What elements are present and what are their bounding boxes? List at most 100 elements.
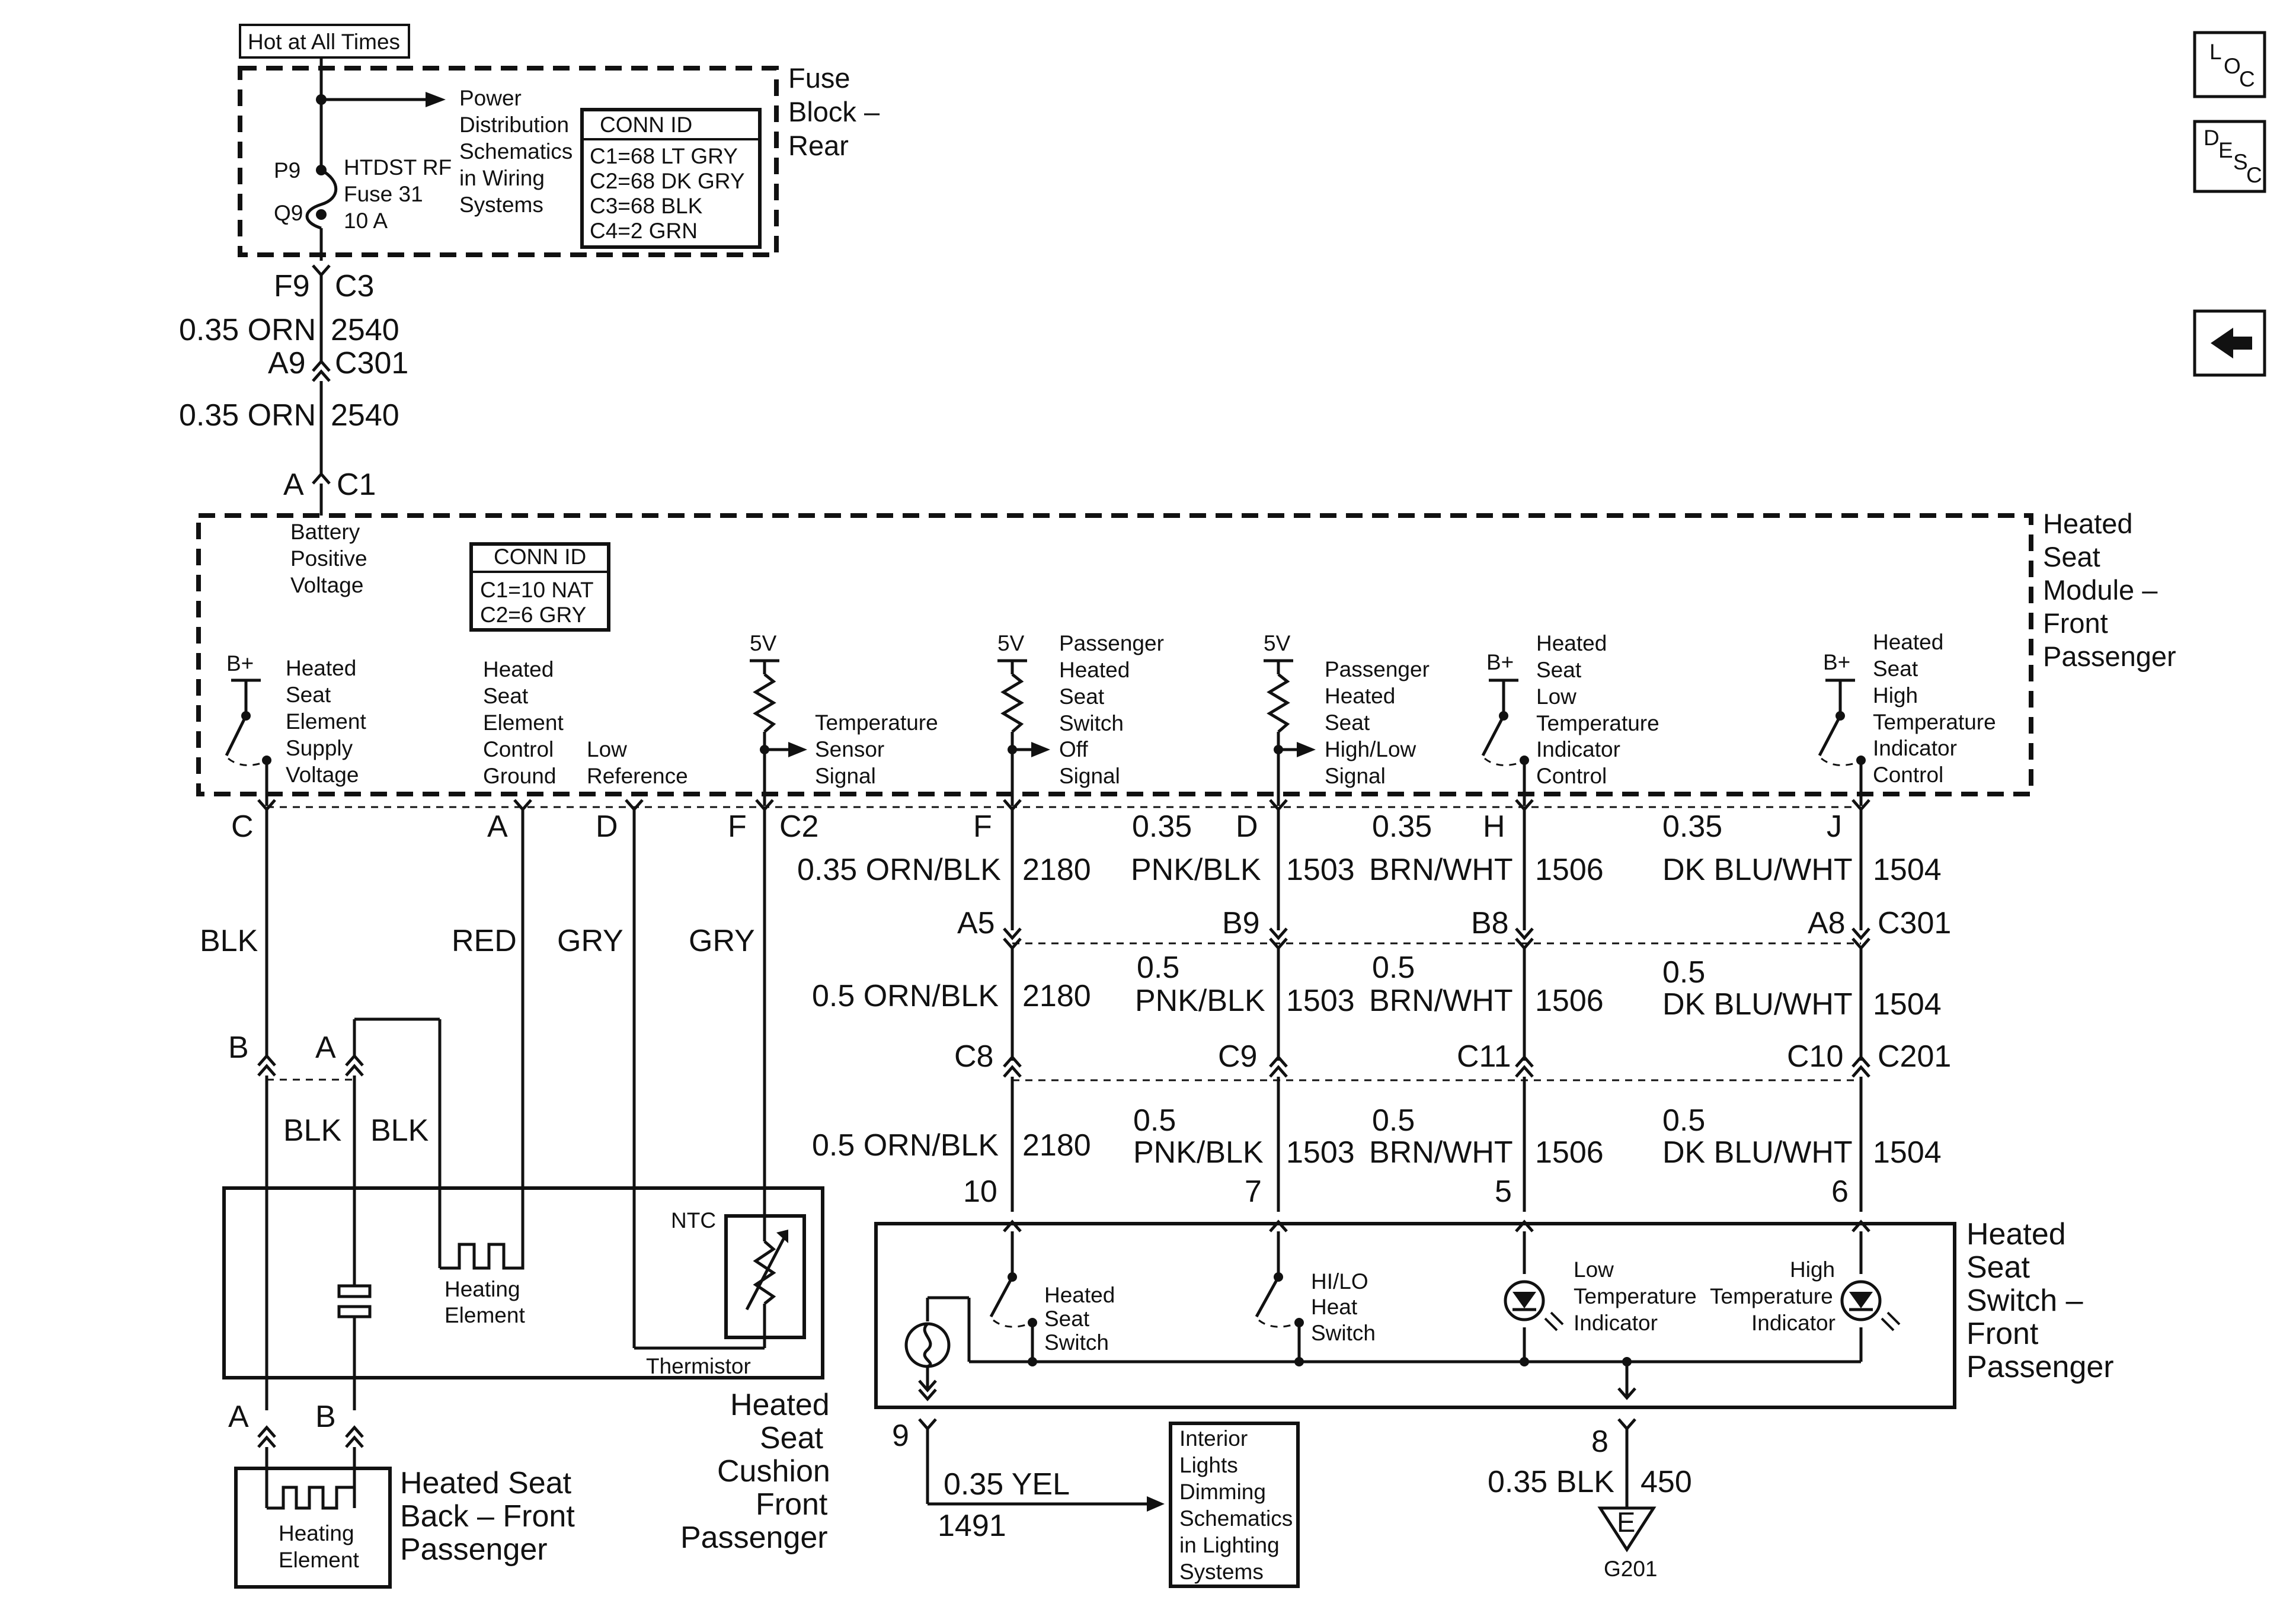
svg-text:Lights: Lights — [1179, 1453, 1238, 1477]
svg-text:L: L — [2209, 40, 2222, 64]
svg-text:Control: Control — [1536, 764, 1607, 788]
svg-text:O: O — [2224, 54, 2241, 78]
svg-text:Indicator: Indicator — [1536, 737, 1620, 761]
svg-text:6: 6 — [1831, 1174, 1849, 1209]
svg-text:A: A — [487, 809, 508, 844]
svg-text:Heating: Heating — [445, 1277, 520, 1301]
svg-text:Element: Element — [279, 1548, 359, 1572]
svg-text:Seat: Seat — [760, 1421, 824, 1455]
svg-text:B8: B8 — [1471, 906, 1509, 940]
svg-text:1491: 1491 — [938, 1509, 1006, 1543]
svg-text:Heated: Heated — [1536, 631, 1607, 655]
svg-text:Seat: Seat — [1966, 1250, 2030, 1285]
svg-text:RED: RED — [452, 924, 517, 958]
svg-text:Schematics: Schematics — [459, 139, 573, 164]
svg-text:Temperature: Temperature — [1873, 710, 1996, 734]
svg-text:5V: 5V — [997, 631, 1025, 655]
svg-text:Block –: Block – — [788, 96, 880, 127]
svg-text:Rear: Rear — [788, 130, 849, 161]
svg-text:0.35: 0.35 — [1372, 809, 1432, 844]
left-wire-harness: C A D F C2 BLK RED GRY GRY B A BLK BLK — [200, 809, 818, 1410]
svg-text:Seat: Seat — [1873, 657, 1918, 681]
left-arrow-icon — [2211, 328, 2252, 359]
svg-text:GRY: GRY — [557, 924, 623, 958]
svg-text:Switch –: Switch – — [1966, 1283, 2083, 1318]
svg-text:10 A: 10 A — [344, 209, 388, 233]
svg-text:C2=6 GRY: C2=6 GRY — [480, 603, 586, 627]
svg-text:Passenger: Passenger — [1966, 1350, 2114, 1384]
svg-text:Element: Element — [483, 710, 564, 735]
svg-text:0.5: 0.5 — [1133, 1103, 1176, 1138]
hilo-signal-pullup: 5V Passenger Heated Seat High/Low Signal — [1264, 631, 1430, 806]
svg-text:A: A — [283, 468, 304, 502]
desc-button[interactable]: D E S C — [2193, 120, 2266, 193]
svg-text:NTC: NTC — [671, 1208, 716, 1233]
svg-text:A: A — [228, 1400, 249, 1434]
svg-text:Front: Front — [1966, 1317, 2039, 1351]
svg-text:Passenger: Passenger — [680, 1521, 828, 1555]
svg-text:2540: 2540 — [331, 313, 399, 347]
svg-text:Heated: Heated — [730, 1388, 830, 1422]
svg-text:D: D — [1236, 809, 1258, 844]
fuse-conn-id-box: CONN ID C1=68 LT GRY C2=68 DK GRY C3=68 … — [580, 108, 762, 249]
svg-text:S: S — [2233, 150, 2248, 174]
svg-text:BRN/WHT: BRN/WHT — [1369, 853, 1513, 887]
ground-symbol: E G201 — [1597, 1506, 1658, 1581]
svg-text:B+: B+ — [1486, 650, 1514, 674]
heated-seat-module-outline — [196, 513, 2033, 796]
feed-wire: F9 C3 0.35 ORN 2540 A9 C301 0.35 ORN 254… — [179, 264, 408, 516]
svg-text:DK BLU/WHT: DK BLU/WHT — [1662, 1135, 1853, 1170]
svg-text:1503: 1503 — [1286, 984, 1355, 1018]
svg-text:Distribution: Distribution — [459, 113, 569, 137]
svg-text:Heated: Heated — [1966, 1217, 2066, 1251]
fuse-block-outline — [238, 66, 779, 257]
svg-text:B9: B9 — [1222, 906, 1260, 940]
svg-text:BLK: BLK — [200, 924, 258, 958]
svg-text:0.35 ORN: 0.35 ORN — [179, 313, 316, 347]
svg-text:Voltage: Voltage — [286, 763, 359, 787]
svg-text:1506: 1506 — [1535, 984, 1604, 1018]
svg-text:Fuse: Fuse — [788, 62, 850, 94]
svg-text:0.5: 0.5 — [1137, 950, 1179, 985]
svg-text:Indicator: Indicator — [1574, 1311, 1658, 1335]
fuse-block-title: Fuse Block – Rear — [788, 62, 880, 161]
svg-text:Heated: Heated — [1873, 630, 1943, 654]
svg-text:C2: C2 — [779, 809, 818, 844]
svg-text:0.35 ORN: 0.35 ORN — [179, 398, 316, 433]
svg-text:Seat: Seat — [286, 683, 331, 707]
svg-text:Interior: Interior — [1179, 1426, 1248, 1451]
svg-text:in Wiring: in Wiring — [459, 166, 545, 190]
svg-text:C3=68 BLK: C3=68 BLK — [590, 194, 703, 218]
svg-text:Heated Seat: Heated Seat — [400, 1466, 572, 1500]
svg-text:CONN ID: CONN ID — [600, 113, 692, 137]
loc-button[interactable]: L O C — [2193, 31, 2266, 98]
back-button[interactable] — [2193, 309, 2266, 377]
svg-text:1504: 1504 — [1873, 1135, 1942, 1170]
svg-text:Low: Low — [1574, 1257, 1614, 1282]
svg-text:Cushion: Cushion — [717, 1454, 830, 1489]
svg-text:Temperature: Temperature — [1536, 711, 1659, 735]
high-indicator-label: High Temperature Indicator — [1710, 1257, 1835, 1335]
low-temp-led-icon — [1504, 1280, 1564, 1331]
svg-text:5: 5 — [1495, 1174, 1512, 1209]
svg-text:Ground: Ground — [483, 764, 556, 788]
svg-text:Heat: Heat — [1311, 1295, 1358, 1319]
svg-text:Hot at All Times: Hot at All Times — [248, 30, 400, 54]
arrow-icon — [426, 92, 446, 107]
svg-text:BRN/WHT: BRN/WHT — [1369, 1135, 1513, 1170]
svg-text:Seat: Seat — [1325, 710, 1370, 735]
svg-text:2180: 2180 — [1022, 1128, 1091, 1163]
heated-seat-switch-label: Heated Seat Switch — [1044, 1283, 1115, 1355]
svg-text:C4=2 GRN: C4=2 GRN — [590, 219, 698, 243]
supply-switch: B+ — [225, 651, 271, 806]
svg-text:A5: A5 — [957, 906, 995, 940]
svg-text:1503: 1503 — [1286, 853, 1355, 887]
svg-text:1506: 1506 — [1535, 853, 1604, 887]
svg-text:0.35 BLK: 0.35 BLK — [1488, 1465, 1614, 1499]
svg-text:0.5 ORN/BLK: 0.5 ORN/BLK — [812, 1128, 999, 1163]
svg-text:0.5: 0.5 — [1372, 950, 1415, 985]
high-temp-led-icon — [1840, 1280, 1901, 1331]
svg-text:C9: C9 — [1218, 1039, 1257, 1074]
switch-title: Heated Seat Switch – Front Passenger — [1966, 1217, 2114, 1384]
